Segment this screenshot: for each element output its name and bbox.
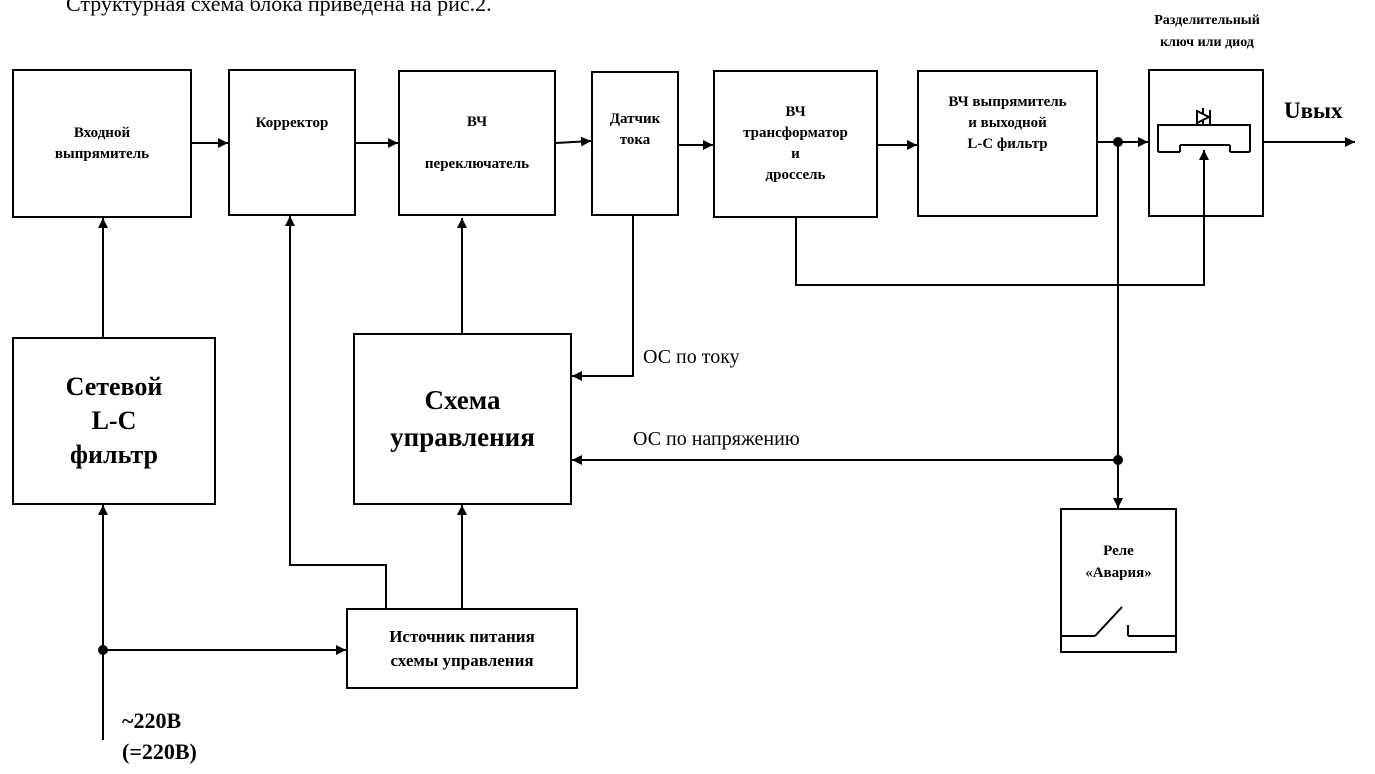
block-corrector: Корректор	[228, 69, 356, 216]
junction-dot	[1113, 137, 1123, 147]
block-power-supply: Источник питания схемы управления	[346, 608, 578, 689]
relay-contact-symbol	[1062, 606, 1175, 637]
input-voltage-dc: (=220В)	[122, 739, 197, 764]
block-control-circuit: Схема управления	[353, 333, 572, 505]
block-hf-rectifier: ВЧ выпрямитель и выходной L-C фильтр	[917, 70, 1098, 217]
block-input-rectifier: Входной выпрямитель	[12, 69, 192, 218]
arrow-switch-to-sensor	[555, 136, 592, 147]
caption: Структурная схема блока приведена на рис…	[66, 0, 492, 16]
output-label: Uвых	[1284, 98, 1343, 123]
block-hf-transformer: ВЧ трансформатор и дроссель	[713, 70, 878, 218]
wire-transformer-to-key	[795, 150, 1209, 286]
block-current-sensor: Датчик тока	[591, 71, 679, 216]
wire-current-feedback	[572, 216, 634, 381]
junction-dot	[98, 645, 108, 655]
block-hf-switch: ВЧ переключатель	[398, 70, 556, 216]
current-feedback-label: ОС по току	[643, 346, 740, 368]
junction-dot	[1113, 455, 1123, 465]
isolation-key-title: Разделительный ключ или диод	[1154, 13, 1260, 50]
block-mains-filter: Сетевой L-C фильтр	[12, 337, 216, 505]
wire-psu-to-corrector	[285, 216, 387, 608]
block-isolation-key	[1148, 69, 1264, 217]
block-relay: Реле «Авария»	[1060, 508, 1177, 653]
key-diode-symbol	[1157, 108, 1251, 153]
input-voltage-ac: ~220В	[122, 708, 182, 733]
voltage-feedback-label: ОС по напряжению	[633, 428, 800, 450]
